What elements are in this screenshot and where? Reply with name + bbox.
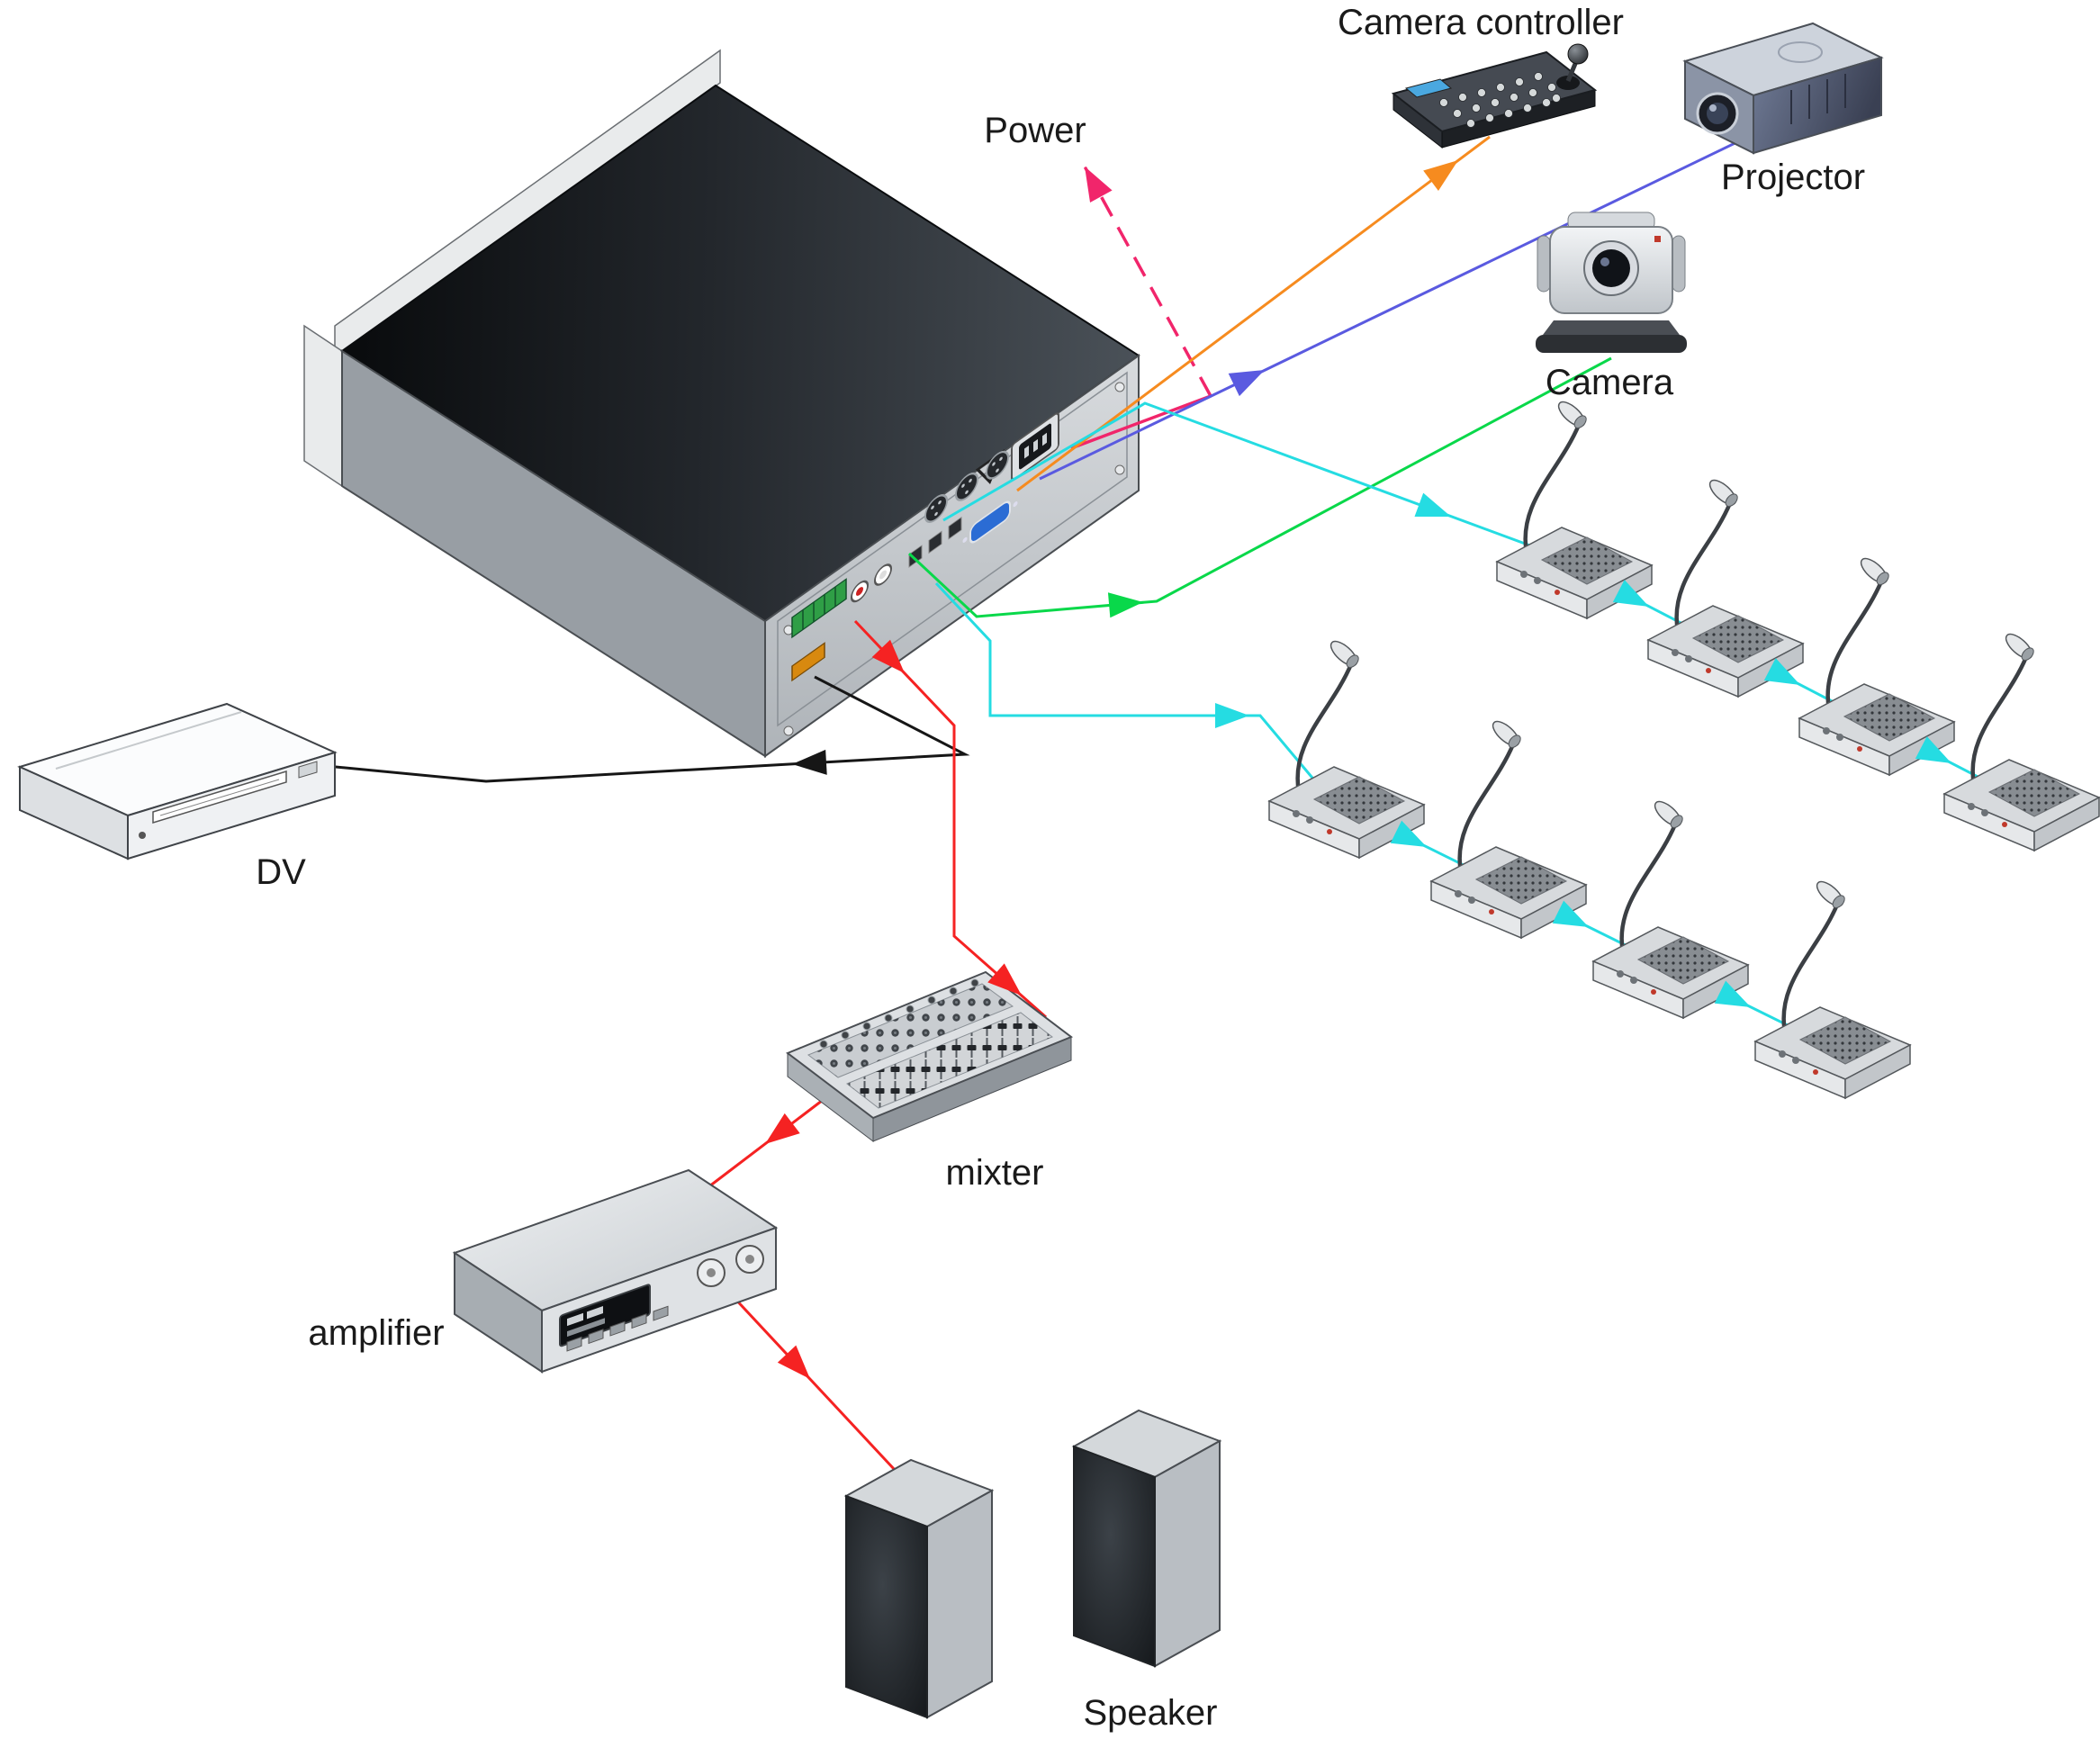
terminal-block-connector — [791, 578, 847, 639]
main-host-unit — [303, 49, 1140, 758]
port-row-connectors — [908, 516, 962, 568]
dv-label: DV — [256, 852, 306, 892]
aux-connector — [791, 642, 825, 682]
camera-arrow — [1107, 590, 1145, 618]
disc-tray — [152, 770, 287, 824]
camera-lens — [1583, 240, 1639, 296]
mixer-label: mixter — [946, 1153, 1044, 1193]
projector-lens — [1696, 92, 1739, 135]
amplifier-label: amplifier — [308, 1313, 444, 1353]
rca-connectors — [851, 563, 892, 603]
mixer-jacks — [819, 978, 979, 1049]
mic-unit-8 — [1755, 878, 1910, 1098]
camera-controller-arrow — [1423, 149, 1466, 191]
speaker-left — [843, 1458, 995, 1719]
dv-power-led — [139, 832, 146, 839]
dv-player-device — [17, 702, 338, 860]
speaker-right — [1071, 1409, 1222, 1668]
amplifier-device — [452, 1168, 779, 1374]
amplifier-buttons — [566, 1305, 669, 1352]
camera-controller-device — [1391, 43, 1598, 149]
mic-unit-4 — [1944, 630, 2099, 851]
power-line — [1070, 166, 1212, 450]
projector-line — [1039, 135, 1749, 481]
amplifier-display — [559, 1284, 651, 1347]
rack-flange-left — [303, 324, 343, 488]
dv-line — [316, 675, 970, 783]
controller-joystick — [1556, 43, 1589, 90]
xlr-connectors — [924, 450, 1009, 523]
controller-screen — [1404, 78, 1453, 98]
power-label: Power — [984, 111, 1086, 150]
projector-vents — [1790, 74, 1846, 124]
dv-arrow — [791, 749, 827, 777]
camera-label: Camera — [1546, 363, 1674, 402]
controller-keypad — [1439, 72, 1561, 128]
dv-button — [298, 761, 318, 779]
rear-panel-inner-border — [777, 371, 1128, 727]
power-arrow — [1073, 160, 1113, 203]
camera-line — [907, 356, 1612, 618]
projector-device — [1682, 22, 1884, 155]
projector-arrow — [1228, 358, 1271, 397]
host-to-mixer-line — [853, 619, 1047, 1019]
camera-device — [1536, 212, 1687, 353]
speaker-label: Speaker — [1084, 1693, 1218, 1733]
mixer-device — [785, 970, 1074, 1143]
vga-connector — [962, 500, 1018, 544]
projector-label: Projector — [1721, 158, 1865, 197]
camera-controller-label: Camera controller — [1338, 3, 1624, 42]
amplifier-knobs — [697, 1245, 764, 1287]
amplifier-to-speaker-line — [718, 1281, 909, 1485]
